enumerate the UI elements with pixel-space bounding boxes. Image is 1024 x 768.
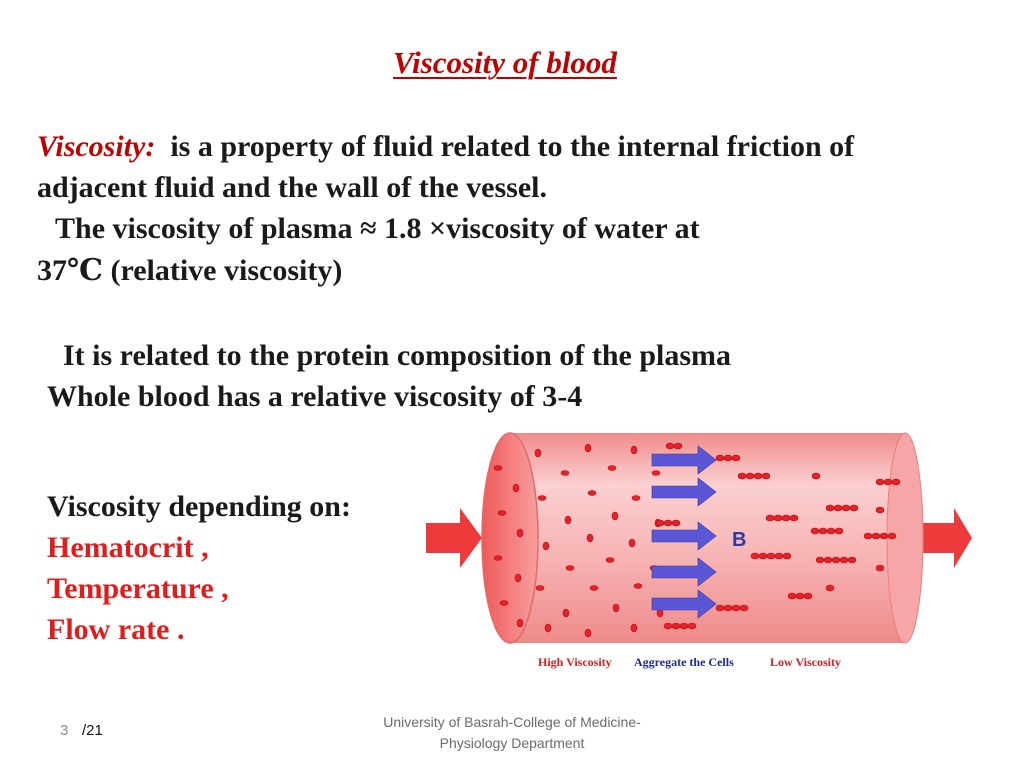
caption-aggregate-cells: Aggregate the Cells [634,655,734,669]
inner-flow-arrows [651,445,717,619]
protein-line: It is related to the protein composition… [63,339,732,372]
definition-text: is a property of fluid related to the in… [170,130,855,163]
slide-title: Viscosity of blood [393,45,617,80]
definition-term: Viscosity: [37,130,156,163]
depends-heading: Viscosity depending on: [47,490,351,523]
plasma-line-1: The viscosity of plasma ≈ 1.8 ×viscosity… [55,212,700,245]
page-total: /21 [82,722,103,739]
footer-line-1: University of Basrah-College of Medicine… [383,714,641,730]
depends-item-flow-rate: Flow rate . [47,613,185,646]
footer-text: University of Basrah-College of Medicine… [312,712,712,754]
depends-item-hematocrit: Hematocrit , [47,531,209,564]
definition-line-1: Viscosity: is a property of fluid relate… [37,130,854,164]
caption-high-viscosity: High Viscosity [538,655,612,669]
viscosity-figure: B High Viscosity Aggregate the Cells Low… [426,432,972,669]
right-flow-arrow [922,508,972,568]
caption-low-viscosity: Low Viscosity [770,655,841,669]
page-number: 3 [60,722,69,739]
aggregated-cells [655,442,901,630]
depends-item-temperature: Temperature , [47,572,229,605]
plasma-line-2: 37℃ (relative viscosity) [37,254,343,287]
definition-line-2: adjacent fluid and the wall of the vesse… [37,171,547,204]
footer-line-2: Physiology Department [439,735,585,751]
left-flow-arrow [426,508,482,568]
whole-blood-line: Whole blood has a relative viscosity of … [47,380,583,413]
vessel-left-opening [481,432,539,644]
center-label: B [732,529,746,551]
